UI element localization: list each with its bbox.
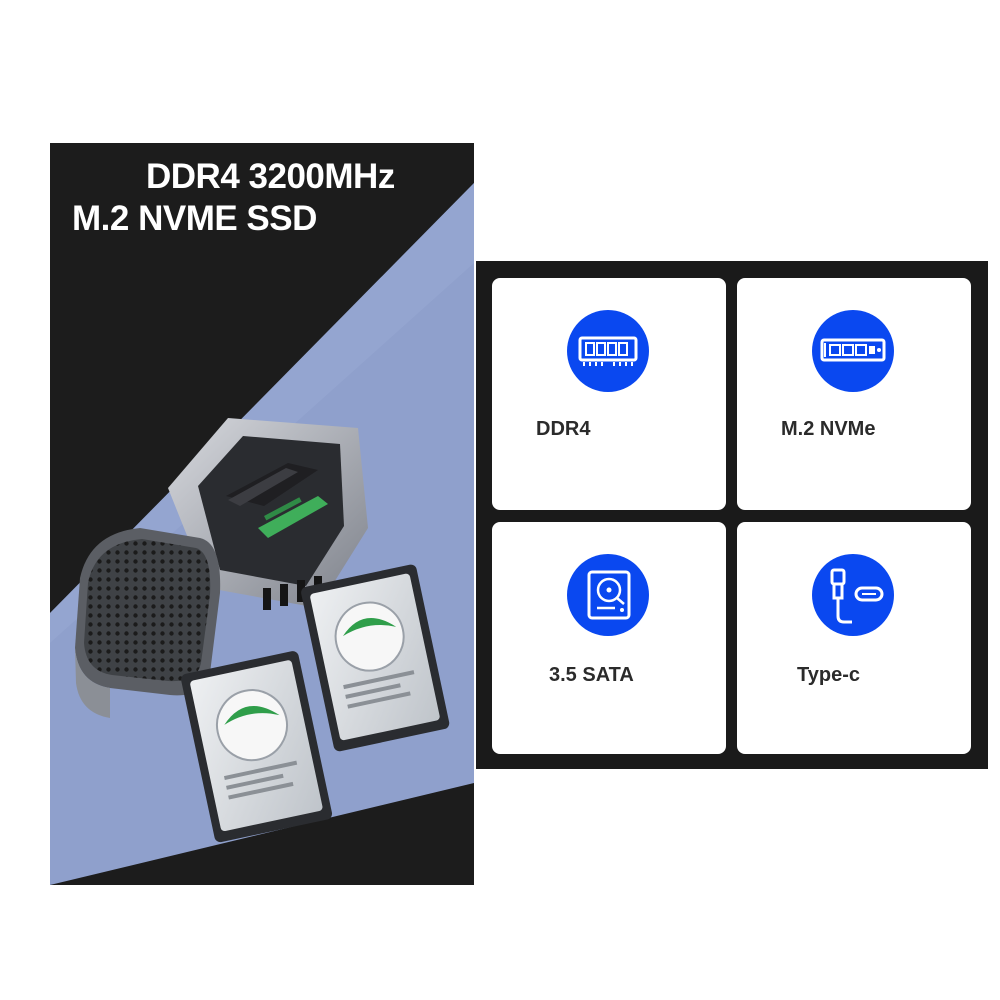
feature-label: DDR4	[536, 418, 591, 440]
hard-drive-left	[181, 651, 333, 843]
headline-ddr4: DDR4 3200MHz	[146, 157, 395, 196]
headline-m2-ssd: M.2 NVME SSD	[72, 199, 317, 238]
hard-drive-right	[301, 564, 450, 752]
feature-card-ddr4: DDR4	[492, 278, 726, 510]
feature-icon-circle	[567, 310, 649, 392]
hard-drive-icon	[587, 570, 631, 620]
product-poster: DDR4 3200MHz M.2 NVME SSD	[50, 143, 474, 885]
nas-enclosure-illustration	[75, 418, 450, 843]
feature-panel: DDR4 M.2 NVMe	[476, 261, 988, 769]
enclosure-fan-cube	[75, 528, 221, 718]
feature-label: 3.5 SATA	[549, 664, 634, 686]
feature-card-sata: 3.5 SATA	[492, 522, 726, 754]
open-chassis	[168, 418, 368, 610]
feature-icon-circle	[812, 310, 894, 392]
feature-card-m2-nvme: M.2 NVMe	[737, 278, 971, 510]
feature-label: Type-c	[797, 664, 860, 686]
feature-label: M.2 NVMe	[781, 418, 876, 440]
feature-card-type-c: Type-c	[737, 522, 971, 754]
usb-type-c-icon	[830, 568, 884, 624]
ram-module-icon	[578, 336, 638, 366]
feature-icon-circle	[567, 554, 649, 636]
feature-icon-circle	[812, 554, 894, 636]
m2-ssd-icon	[820, 338, 886, 362]
